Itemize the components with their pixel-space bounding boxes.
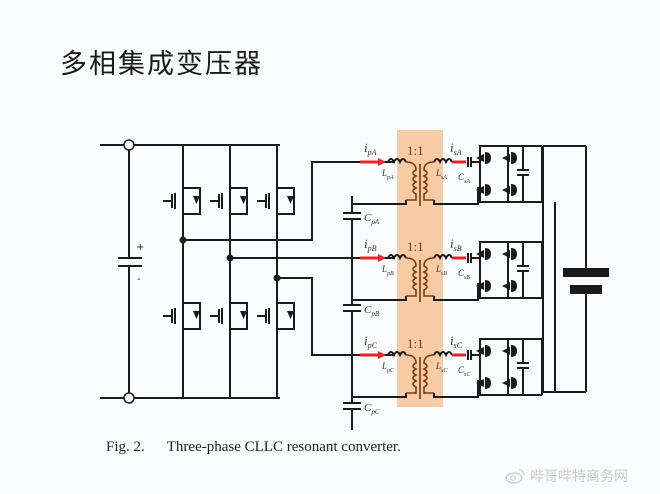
secondary-inductor-label: LsC xyxy=(435,361,448,374)
secondary-cap-label: CsB xyxy=(458,268,470,281)
secondary-cap-label: CsC xyxy=(458,365,471,378)
rectifier-bridge xyxy=(479,241,509,299)
diode-icon xyxy=(476,282,484,290)
secondary-current-label: isA xyxy=(450,140,462,157)
battery-plate-positive xyxy=(563,268,609,277)
primary-capacitors: CpA CpB CpC xyxy=(343,196,380,430)
figure-number: Fig. 2. xyxy=(106,439,145,455)
secondary-inductor xyxy=(433,254,453,261)
diode-icon xyxy=(476,379,484,387)
weibo-logo-icon xyxy=(505,469,525,484)
input-terminal-negative xyxy=(123,392,135,404)
primary-inductor-label: LpB xyxy=(381,264,394,277)
arrow-head-icon xyxy=(378,254,386,262)
figure-caption: Fig. 2. Three-phase CLLC resonant convert… xyxy=(106,439,401,456)
secondary-inductor xyxy=(433,351,453,358)
diode-icon xyxy=(476,250,484,258)
secondary-winding xyxy=(422,257,435,297)
primary-inductor xyxy=(387,158,407,165)
primary-winding xyxy=(405,257,418,297)
mosfet-switch xyxy=(257,302,295,330)
cap-label-pA: CpA xyxy=(364,212,380,226)
mosfet-switch xyxy=(163,302,201,330)
diode-icon xyxy=(502,186,510,194)
secondary-cap-label: CsA xyxy=(458,172,470,185)
watermark: 哔哥哔特商务网 xyxy=(505,466,628,486)
diode-icon xyxy=(502,154,510,162)
secondary-current-label: isC xyxy=(450,333,463,350)
secondary-current-label: isB xyxy=(450,236,462,253)
mosfet-switch xyxy=(210,187,248,215)
inverter-legs xyxy=(163,145,360,398)
diode-icon xyxy=(476,186,484,194)
slide-title: 多相集成变压器 xyxy=(60,49,263,80)
secondary-winding xyxy=(422,161,435,201)
diode-icon xyxy=(502,282,510,290)
primary-inductor-label: LpC xyxy=(381,361,395,374)
input-terminal-positive xyxy=(123,139,135,151)
figure-caption-text: Three-phase CLLC resonant converter. xyxy=(166,439,401,455)
primary-inductor xyxy=(387,351,407,358)
output-bus xyxy=(542,145,609,393)
diode-icon xyxy=(502,347,510,355)
mosfet-switch xyxy=(163,187,201,215)
rectifier-bridge xyxy=(479,145,509,203)
arrow-head-icon xyxy=(378,351,386,359)
diode-icon xyxy=(502,250,510,258)
primary-current-label: ipB xyxy=(364,236,377,253)
secondary-winding xyxy=(422,354,435,394)
primary-inductor-label: LpA xyxy=(381,168,394,181)
cap-label-pC: CpC xyxy=(364,402,380,416)
secondary-inductor xyxy=(433,158,453,165)
turns-ratio-label: 1:1 xyxy=(407,239,424,254)
dc-plus-sign: + xyxy=(136,242,144,253)
secondary-inductor-label: LsA xyxy=(435,168,447,181)
arrow-head-icon xyxy=(378,158,386,166)
primary-current-label: ipA xyxy=(364,140,377,157)
diode-icon xyxy=(476,154,484,162)
dc-minus-sign: - xyxy=(137,274,141,285)
mosfet-switch xyxy=(257,187,295,215)
battery-plate-negative xyxy=(570,285,602,294)
turns-ratio-label: 1:1 xyxy=(407,143,424,158)
mosfet-switch xyxy=(210,302,248,330)
rectifier-bridge xyxy=(479,338,509,396)
diode-icon xyxy=(476,347,484,355)
primary-current-label: ipC xyxy=(364,333,378,350)
primary-winding xyxy=(405,354,418,394)
secondary-inductor-label: LsB xyxy=(435,264,447,277)
turns-ratio-label: 1:1 xyxy=(407,336,424,351)
watermark-text: 哔哥哔特商务网 xyxy=(530,469,628,485)
primary-inductor xyxy=(387,254,407,261)
dc-input: + - xyxy=(100,139,280,404)
cap-label-pB: CpB xyxy=(364,304,380,318)
diode-icon xyxy=(502,379,510,387)
primary-winding xyxy=(405,161,418,201)
